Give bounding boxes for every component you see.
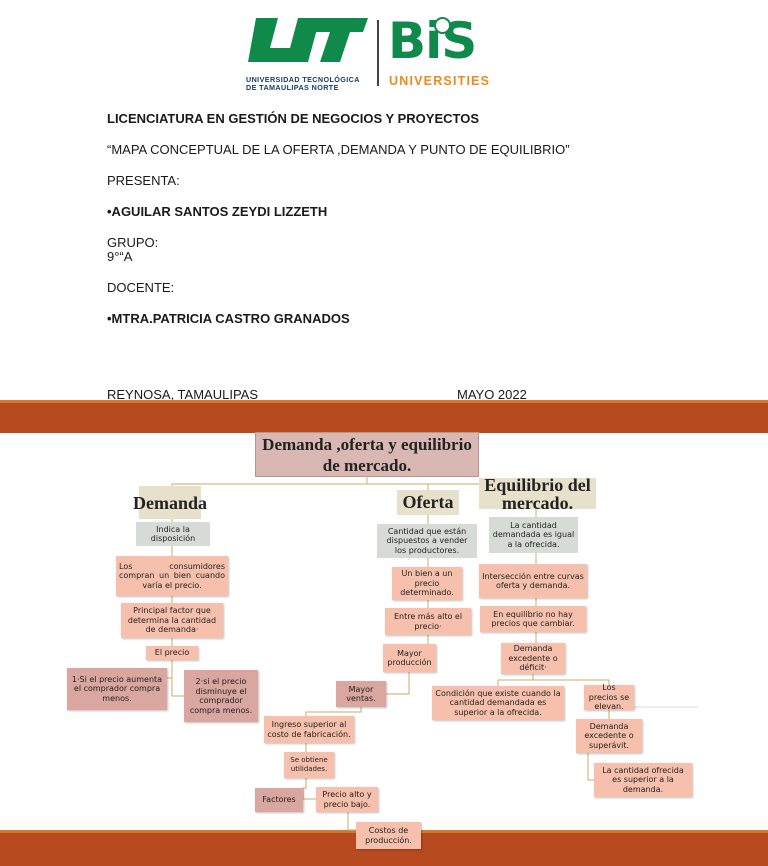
equilibrio-igual: La cantidad demandada es igual a la ofre… (489, 517, 578, 553)
ut-logo: UNIVERSIDAD TECNOLÓGICA DE TAMAULIPAS NO… (244, 18, 368, 92)
equilibrio-ofrecida-superior: La cantidad ofrecida es superior a la de… (594, 763, 692, 797)
equilibrio-condicion: Condición que existe cuando la cantidad … (432, 686, 564, 720)
ut-logo-line2: DE TAMAULIPAS NORTE (246, 83, 339, 92)
student-name: •AGUILAR SANTOS ZEYDI LIZZETH (107, 204, 328, 219)
presenta-label: PRESENTA: (107, 173, 180, 188)
demanda-indica: Indica la disposición (136, 522, 210, 546)
oferta-costos: Costos de producción. (356, 822, 421, 849)
ut-logo-line1: UNIVERSIDAD TECNOLÓGICA (246, 75, 360, 84)
demanda-factor: Principal factor que determina la cantid… (121, 603, 223, 638)
ut-logo-mark (248, 18, 368, 62)
oferta-mayor-produccion: Mayor producción (383, 644, 436, 672)
head-demanda: Demanda (133, 486, 207, 519)
equilibrio-deficit: Demanda excedente o déficit· (501, 643, 565, 674)
bis-logo-text: BiS (388, 12, 477, 70)
equilibrio-superavit: Demanda excedente o superávit. (576, 719, 642, 753)
group-label: GRUPO: (107, 235, 159, 250)
bis-logo: BiS UNIVERSITIES (388, 12, 500, 90)
group-value: 9°“A (107, 249, 133, 264)
oferta-bien: Un bien a un precio determinado. (392, 567, 462, 600)
demanda-disminuye: 2·si el precio disminuye el comprador co… (184, 670, 258, 722)
logo-divider (377, 20, 379, 86)
demanda-consumidores: Los consumidores compran un bien cuando … (116, 556, 228, 596)
map-title: Demanda ,oferta y equilibrio de mercado. (255, 432, 479, 477)
top-band (0, 400, 768, 433)
equilibrio-se-elevan: Los precios se elevan. (584, 683, 634, 711)
head-equilibrio: Equilibrio del mercado. (479, 476, 596, 512)
bis-logo-sub: UNIVERSITIES (389, 74, 491, 88)
demanda-aumenta: 1·Si el precio aumenta el comprador comp… (67, 668, 167, 710)
equilibrio-interseccion: Intersección entre curvas oferta y deman… (479, 564, 587, 598)
oferta-factores: Factores (255, 788, 303, 812)
oferta-mayor-ventas: Mayor ventas. (336, 681, 386, 707)
degree-title: LICENCIATURA EN GESTIÓN DE NEGOCIOS Y PR… (107, 111, 479, 126)
oferta-cantidad: Cantidad que están dispuestos a vender l… (377, 524, 477, 558)
teacher-label: DOCENTE: (107, 280, 175, 295)
oferta-ingreso: Ingreso superior al costo de fabricación… (264, 716, 354, 743)
oferta-precio-alto: Precio alto y precio bajo. (316, 787, 378, 812)
date: MAYO 2022 (457, 387, 527, 402)
oferta-entre: Entre más alto el precio· (385, 608, 471, 635)
place: REYNOSA, TAMAULIPAS (107, 387, 258, 402)
demanda-precio: El precio (146, 646, 198, 660)
head-oferta: Oferta (397, 490, 459, 515)
globe-icon (434, 17, 451, 34)
equilibrio-sin-cambio: En equilibrio no hay precios que cambiar… (480, 606, 586, 632)
teacher-name: •MTRA.PATRICIA CASTRO GRANADOS (107, 311, 350, 326)
work-title: “MAPA CONCEPTUAL DE LA OFERTA ,DEMANDA Y… (107, 142, 570, 157)
oferta-utilidades: Se obtiene utilidades. (284, 752, 334, 778)
